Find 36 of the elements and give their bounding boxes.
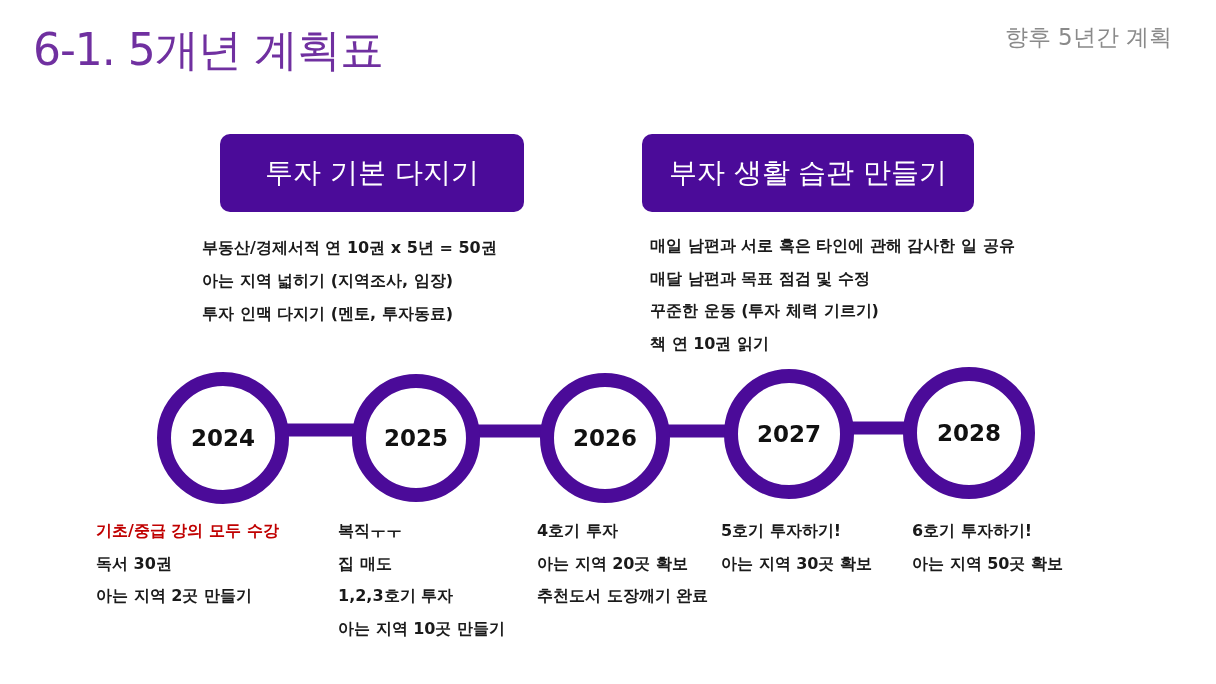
year-label: 2025	[384, 425, 448, 451]
plan-item: 기초/중급 강의 모두 수강	[96, 521, 279, 541]
plan-item: 매일 남편과 서로 혹은 타인에 관해 감사한 일 공유	[650, 236, 1015, 256]
plan-item: 아는 지역 10곳 만들기	[338, 618, 505, 639]
subtitle-label: 향후 5년간 계획	[1004, 23, 1172, 52]
plan-item: 아는 지역 넓히기 (지역조사, 임장)	[202, 271, 453, 291]
page-title: 6-1. 5개년 계획표	[33, 23, 383, 77]
plan-item: 아는 지역 2곳 만들기	[96, 586, 252, 606]
plan-item: 매달 남편과 목표 점검 및 수정	[650, 268, 870, 289]
section-banner	[220, 134, 524, 212]
plan-item: 책 연 10권 읽기	[650, 333, 769, 354]
plan-item: 복직ㅜㅜ	[338, 521, 402, 541]
plan-item: 6호기 투자하기!	[912, 521, 1032, 541]
plan-item: 1,2,3호기 투자	[338, 586, 454, 606]
plan-item: 5호기 투자하기!	[721, 521, 841, 541]
plan-item: 아는 지역 20곳 확보	[537, 553, 688, 574]
connector-line	[667, 424, 727, 438]
section-banner	[642, 134, 974, 212]
plan-item: 집 매도	[338, 553, 392, 574]
plan-item: 4호기 투자	[537, 521, 618, 541]
year-label: 2024	[191, 425, 255, 451]
connector-line	[286, 423, 355, 437]
plan-item: 투자 인맥 다지기 (멘토, 투자동료)	[202, 304, 453, 324]
plan-item: 꾸준한 운동 (투자 체력 기르기)	[650, 301, 879, 321]
connector-line	[851, 421, 906, 435]
plan-item: 추천도서 도장깨기 완료	[537, 586, 709, 606]
year-label: 2028	[937, 420, 1001, 446]
plan-item: 아는 지역 50곳 확보	[912, 554, 1063, 574]
banner-title: 부자 생활 습관 만들기	[668, 155, 948, 191]
year-label: 2027	[757, 421, 821, 447]
year-label: 2026	[573, 425, 637, 451]
plan-item: 아는 지역 30곳 확보	[721, 554, 872, 574]
banner-title: 투자 기본 다지기	[265, 155, 479, 191]
connector-line	[477, 424, 543, 438]
plan-item: 독서 30권	[96, 553, 172, 574]
plan-item: 부동산/경제서적 연 10권 x 5년 = 50권	[202, 238, 497, 258]
